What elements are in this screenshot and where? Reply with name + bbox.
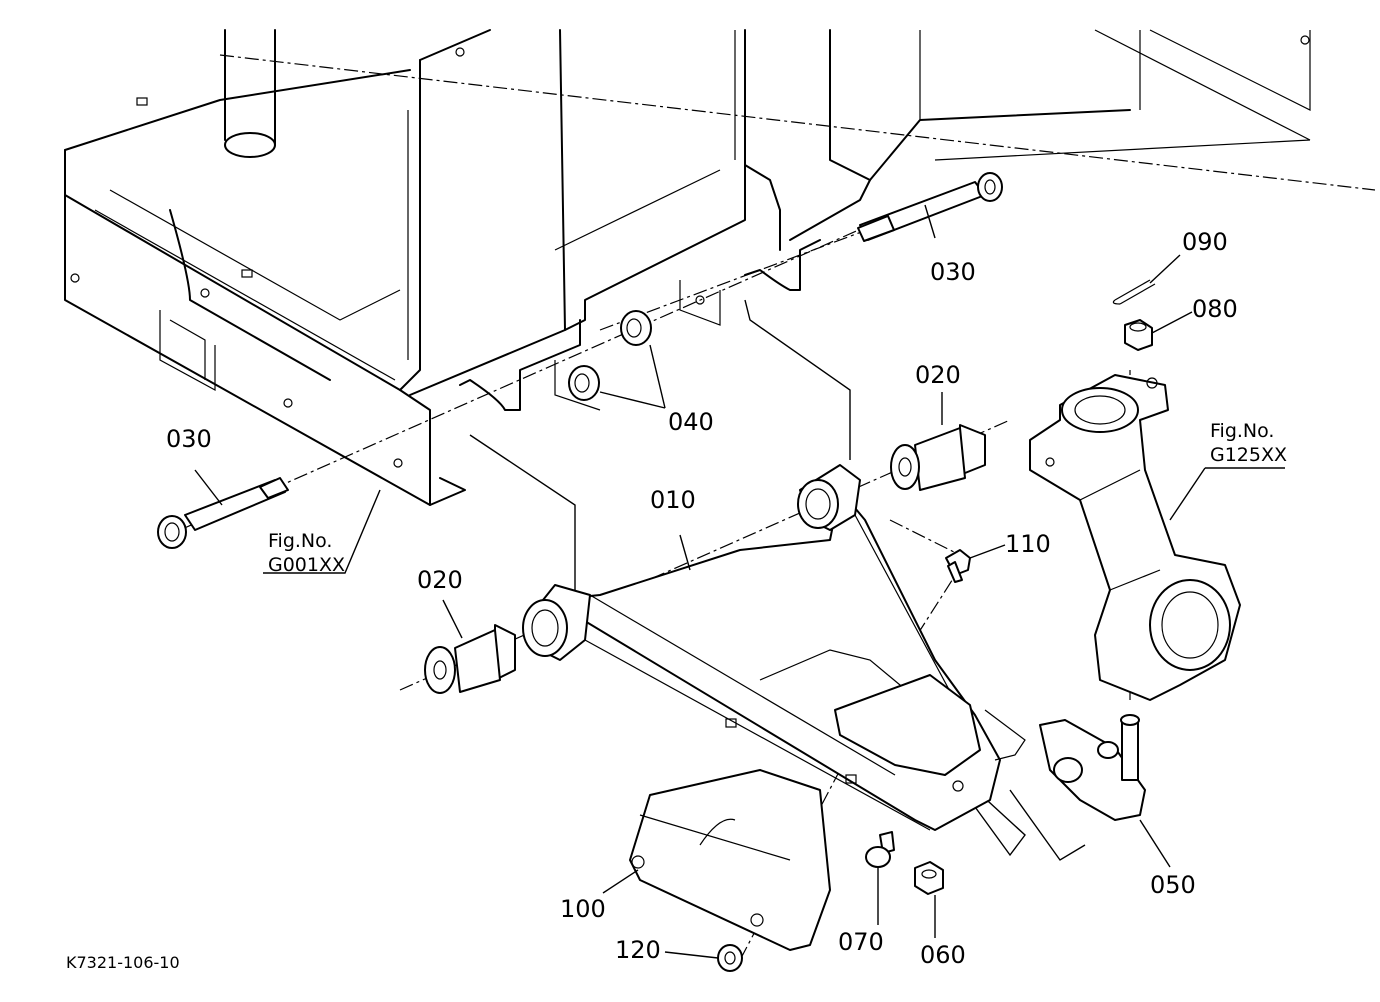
label-030-left: 030: [166, 425, 212, 453]
tie-rod-end-050: [1039, 714, 1146, 821]
bolt-110: [945, 549, 971, 583]
label-060: 060: [920, 941, 966, 969]
knuckle-fig-label: Fig.No.: [1210, 420, 1275, 442]
frame-structure: [64, 29, 1311, 506]
bushing-020-right: [890, 424, 986, 491]
label-leaders: [194, 204, 1285, 959]
cotter-pin-090: [1112, 279, 1156, 305]
assembly-lines: [469, 299, 1086, 861]
nut-060: [914, 861, 944, 895]
label-020-right: 020: [915, 361, 961, 389]
label-070: 070: [838, 928, 884, 956]
knuckle-fig-ref: Fig.No. G125XX: [1210, 420, 1287, 468]
cover-plate-100: [629, 769, 831, 951]
nut-040-upper: [620, 310, 652, 346]
label-090: 090: [1182, 228, 1228, 256]
frame-fig-label: Fig.No.: [268, 530, 333, 552]
label-120: 120: [615, 936, 661, 964]
bolt-070: [865, 831, 895, 868]
nut-120: [717, 944, 743, 972]
bolt-030-left: [157, 477, 289, 549]
nut-040-lower: [568, 365, 600, 401]
bushing-020-left: [424, 624, 516, 694]
label-110: 110: [1005, 530, 1051, 558]
label-020-left: 020: [417, 566, 463, 594]
label-050: 050: [1150, 871, 1196, 899]
knuckle-fig-code: G125XX: [1210, 443, 1288, 466]
label-030-right: 030: [930, 258, 976, 286]
lower-arm-010: [522, 464, 1026, 831]
bolt-030-right: [857, 172, 1003, 242]
frame-fig-code: G001XX: [268, 553, 346, 576]
label-010: 010: [650, 486, 696, 514]
nut-080: [1124, 319, 1153, 351]
label-080: 080: [1192, 295, 1238, 323]
label-100: 100: [560, 895, 606, 923]
label-040: 040: [668, 408, 714, 436]
frame-fig-ref: Fig.No. G001XX: [268, 530, 345, 578]
drawing-code: K7321-106-10: [66, 953, 180, 972]
steering-knuckle: [1029, 374, 1241, 701]
